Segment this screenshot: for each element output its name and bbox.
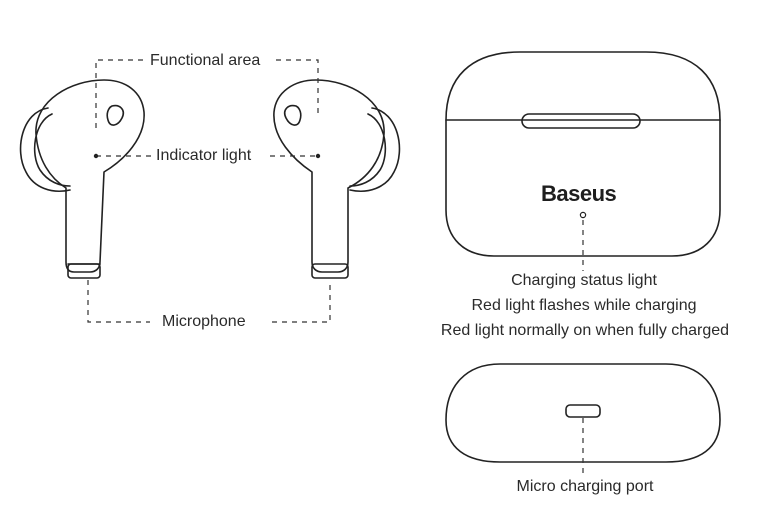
- charging-case-bottom: [445, 363, 721, 463]
- right-indicator-dot: [315, 153, 321, 159]
- left-indicator-dot: [93, 153, 99, 159]
- charging-case-front: [445, 51, 721, 257]
- microphone-label: Microphone: [160, 312, 248, 332]
- micro-usb-port: [565, 404, 601, 418]
- left-earbud: [19, 79, 145, 279]
- charging-status-dot: [579, 211, 587, 219]
- microphone-leader: [87, 280, 150, 323]
- brand-logo: Baseus: [541, 181, 617, 206]
- red-flash-label: Red light flashes while charging: [448, 296, 720, 316]
- indicator-light-label: Indicator light: [154, 146, 254, 166]
- right-earbud: [273, 79, 401, 279]
- functional-area-label: Functional area: [148, 51, 263, 71]
- micro-port-label: Micro charging port: [488, 477, 682, 497]
- red-on-label: Red light normally on when fully charged: [418, 321, 752, 341]
- charging-status-label: Charging status light: [482, 271, 686, 291]
- functional-area-leader: [95, 59, 146, 128]
